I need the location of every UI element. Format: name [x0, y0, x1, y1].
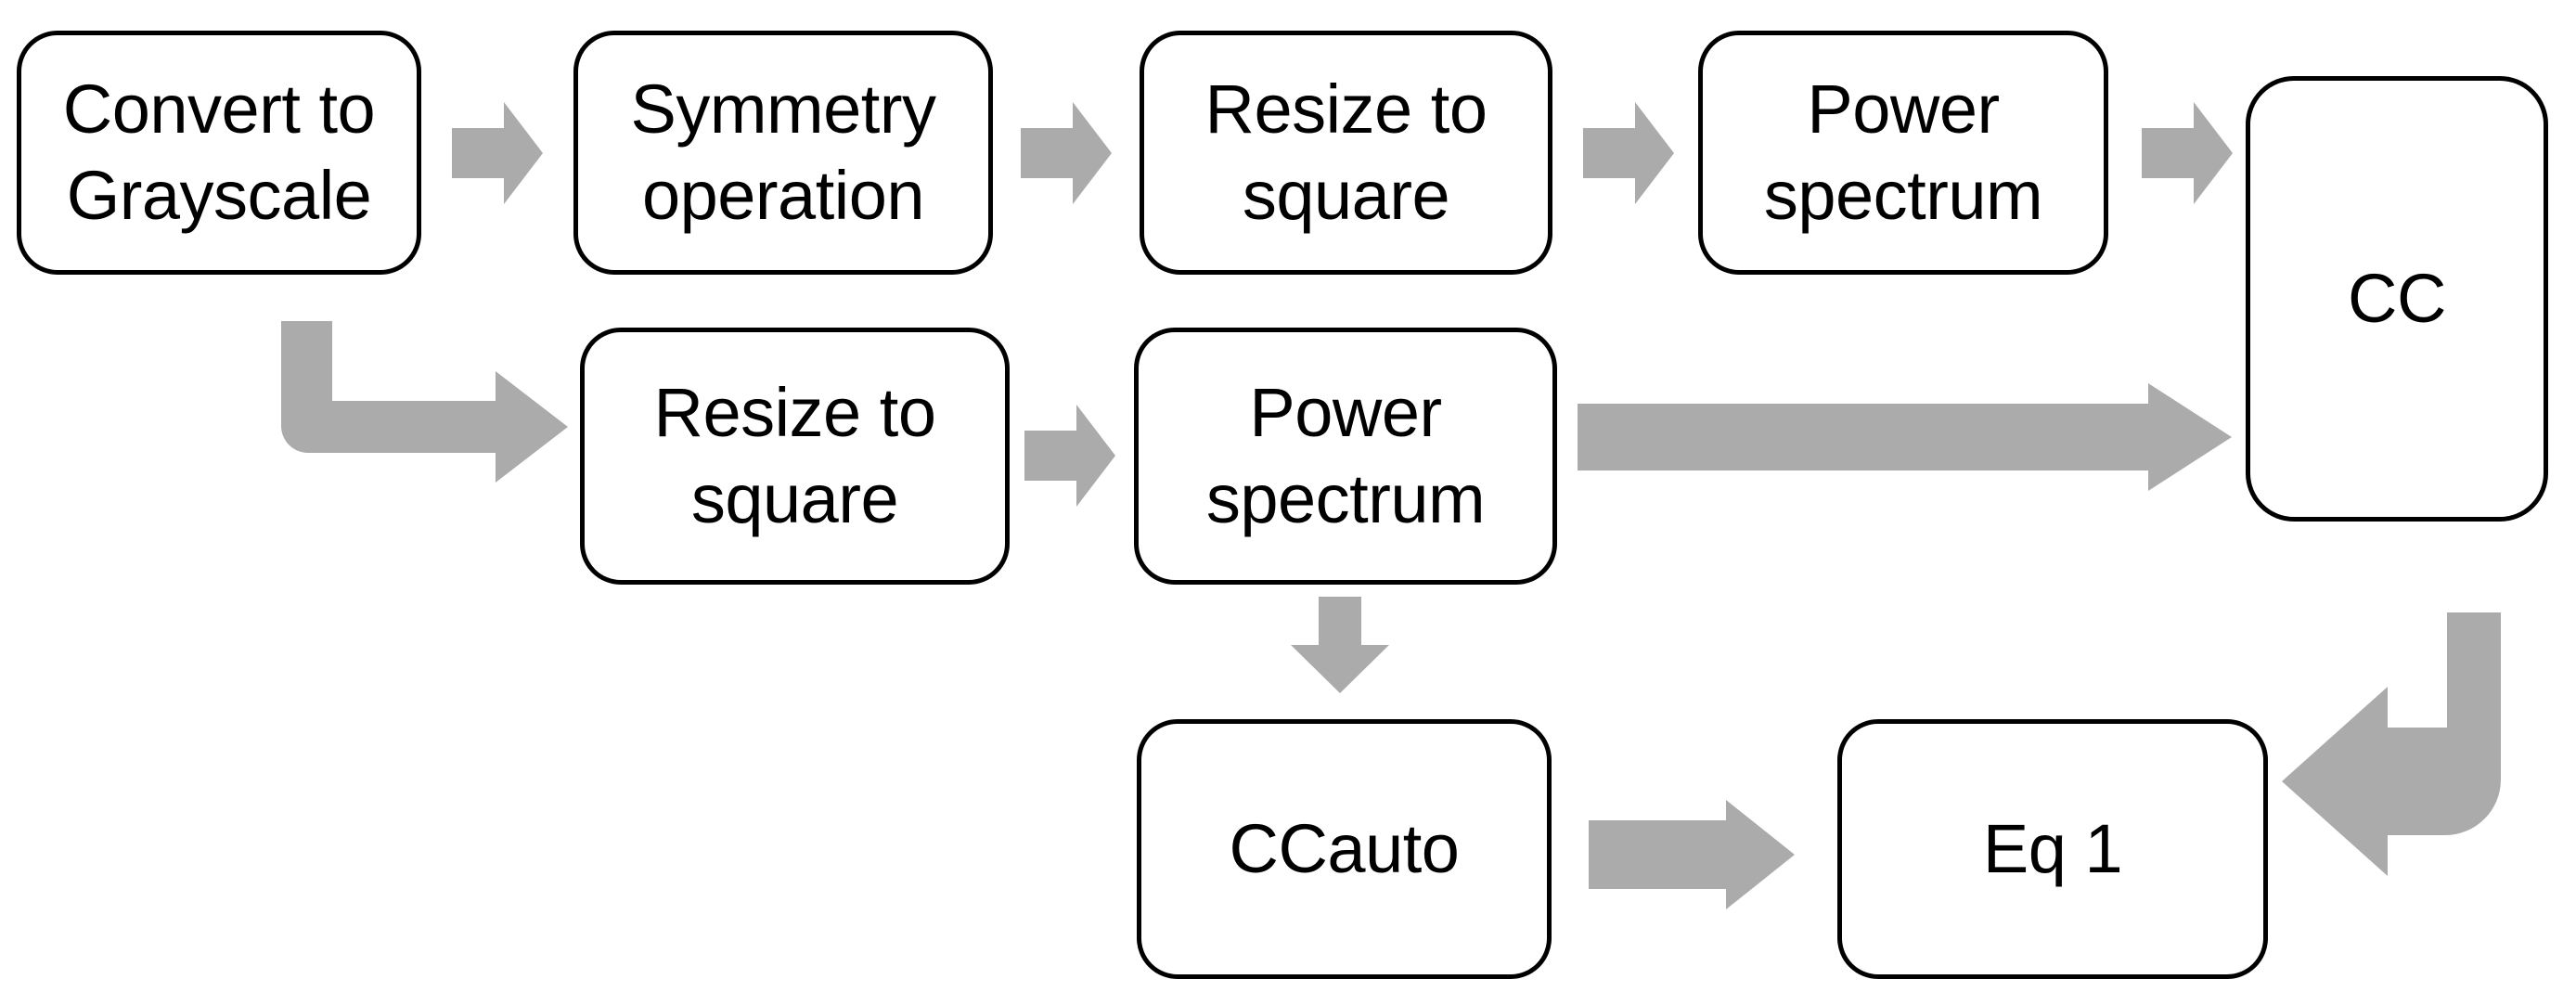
node-label: Convert to Grayscale [62, 71, 376, 234]
arrow-power-mid-to-ccauto-down [1291, 597, 1389, 693]
arrow-symmetry-to-resize [1021, 102, 1112, 204]
node-label: Symmetry operation [630, 71, 937, 234]
node-label: Resize to square [653, 374, 936, 537]
node-ccauto[interactable]: CCauto [1137, 719, 1552, 979]
arrow-resize-mid-to-power-mid [1024, 405, 1115, 507]
arrow-grayscale-to-symmetry [452, 102, 543, 204]
node-label: Power spectrum [1205, 374, 1486, 537]
node-label: Resize to square [1204, 71, 1488, 234]
arrow-ccauto-to-eq1 [1589, 800, 1795, 909]
node-symmetry-operation[interactable]: Symmetry operation [573, 31, 993, 275]
node-resize-to-square-top[interactable]: Resize to square [1140, 31, 1552, 275]
node-power-spectrum-top[interactable]: Power spectrum [1698, 31, 2108, 275]
node-label: CCauto [1229, 809, 1460, 887]
node-convert-to-grayscale[interactable]: Convert to Grayscale [17, 31, 421, 275]
node-cc[interactable]: CC [2246, 76, 2548, 522]
node-label: CC [2348, 259, 2446, 337]
arrow-cc-to-eq1-elbow [2278, 612, 2547, 882]
node-power-spectrum-mid[interactable]: Power spectrum [1134, 328, 1557, 585]
node-resize-to-square-mid[interactable]: Resize to square [580, 328, 1010, 585]
arrow-resize-to-power-top [1583, 102, 1674, 204]
arrow-grayscale-to-resize-mid-elbow [277, 316, 573, 483]
node-label: Power spectrum [1763, 71, 2043, 234]
node-label: Eq 1 [1982, 809, 2123, 887]
arrow-power-mid-to-cc-long [1578, 383, 2232, 491]
node-eq1[interactable]: Eq 1 [1837, 719, 2268, 979]
arrow-power-top-to-cc [2142, 102, 2233, 204]
